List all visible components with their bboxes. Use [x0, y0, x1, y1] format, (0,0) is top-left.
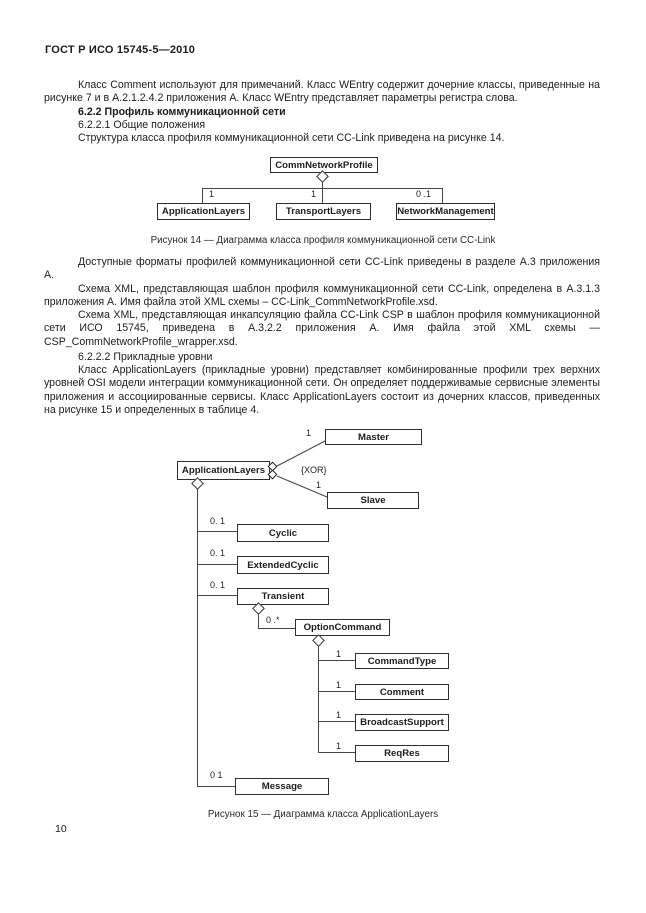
- paragraph-xml-wrapper: Схема XML, представляющая инкапсуляцию ф…: [44, 309, 600, 348]
- section-heading-6-2-2: 6.2.2 Профиль коммуникационной сети: [78, 106, 286, 118]
- figure-14-caption: Рисунок 14 — Диаграмма класса профиля ко…: [150, 235, 496, 246]
- multiplicity-label: 1: [336, 649, 342, 659]
- multiplicity-label: 1: [306, 428, 312, 438]
- connector-line: [318, 752, 355, 753]
- uml-class-transient: Transient: [237, 588, 329, 605]
- uml-class-optioncommand: OptionCommand: [295, 619, 390, 636]
- paragraph-xml-template: Схема XML, представляющая шаблон профиля…: [44, 283, 600, 309]
- multiplicity-label: 1: [336, 741, 342, 751]
- uml-class-comment: Comment: [355, 684, 449, 700]
- multiplicity-label: 1: [316, 480, 322, 490]
- multiplicity-label: 1: [336, 710, 342, 720]
- uml-class-message: Message: [235, 778, 329, 795]
- connector-line: [197, 531, 237, 532]
- multiplicity-label: 0 .1: [416, 189, 432, 199]
- subsection-heading-6-2-2-1: 6.2.2.1 Общие положения: [78, 119, 206, 131]
- page-header: ГОСТ Р ИСО 15745-5—2010: [45, 44, 196, 56]
- multiplicity-label: 0 1: [210, 770, 223, 780]
- subsection-heading-6-2-2-2: 6.2.2.2 Прикладные уровни: [78, 351, 213, 363]
- uml-class-slave: Slave: [327, 492, 419, 509]
- uml-class-applicationlayers-root: ApplicationLayers: [177, 461, 270, 480]
- paragraph-comment-wentry: Класс Comment используют для примечаний.…: [44, 79, 600, 105]
- connector-line: [322, 188, 323, 203]
- multiplicity-label: 0. 1: [210, 516, 226, 526]
- connector-line: [318, 721, 355, 722]
- multiplicity-label: 1: [311, 189, 317, 199]
- connector-line: [197, 595, 237, 596]
- uml-class-cyclic: Cyclic: [237, 524, 329, 542]
- uml-class-commandtype: CommandType: [355, 653, 449, 669]
- uml-class-master: Master: [325, 429, 422, 445]
- paragraph-structure-cc-link: Структура класса профиля коммуникационно…: [78, 132, 505, 144]
- figure-15-caption: Рисунок 15 — Диаграмма класса Applicatio…: [207, 809, 439, 820]
- connector-line: [197, 564, 237, 565]
- connector-line: [202, 188, 203, 203]
- connector-line: [258, 613, 259, 628]
- uml-class-applicationlayers: ApplicationLayers: [157, 203, 250, 220]
- multiplicity-label: 0 .*: [266, 615, 280, 625]
- uml-class-networkmanagement: NetworkManagement: [396, 203, 495, 220]
- xor-constraint-label: {XOR}: [301, 465, 327, 475]
- multiplicity-label: 0. 1: [210, 548, 226, 558]
- multiplicity-label: 1: [336, 680, 342, 690]
- connector-line: [442, 188, 443, 203]
- connector-line: [318, 691, 355, 692]
- connector-line: [318, 660, 355, 661]
- multiplicity-label: 1: [209, 189, 215, 199]
- paragraph-formats: Доступные форматы профилей коммуникацион…: [44, 256, 600, 282]
- connector-line: [197, 489, 198, 787]
- uml-class-reqres: ReqRes: [355, 745, 449, 762]
- paragraph-applicationlayers: Класс ApplicationLayers (прикладные уров…: [44, 364, 600, 417]
- connector-line: [322, 182, 323, 188]
- connector-line: [318, 646, 319, 752]
- uml-class-broadcastsupport: BroadcastSupport: [355, 714, 449, 731]
- multiplicity-label: 0. 1: [210, 580, 226, 590]
- uml-class-transportlayers: TransportLayers: [276, 203, 371, 220]
- connector-line: [258, 628, 295, 629]
- connector-line: [197, 786, 235, 787]
- uml-class-extendedcyclic: ExtendedCyclic: [237, 556, 329, 574]
- page-number: 10: [55, 823, 67, 835]
